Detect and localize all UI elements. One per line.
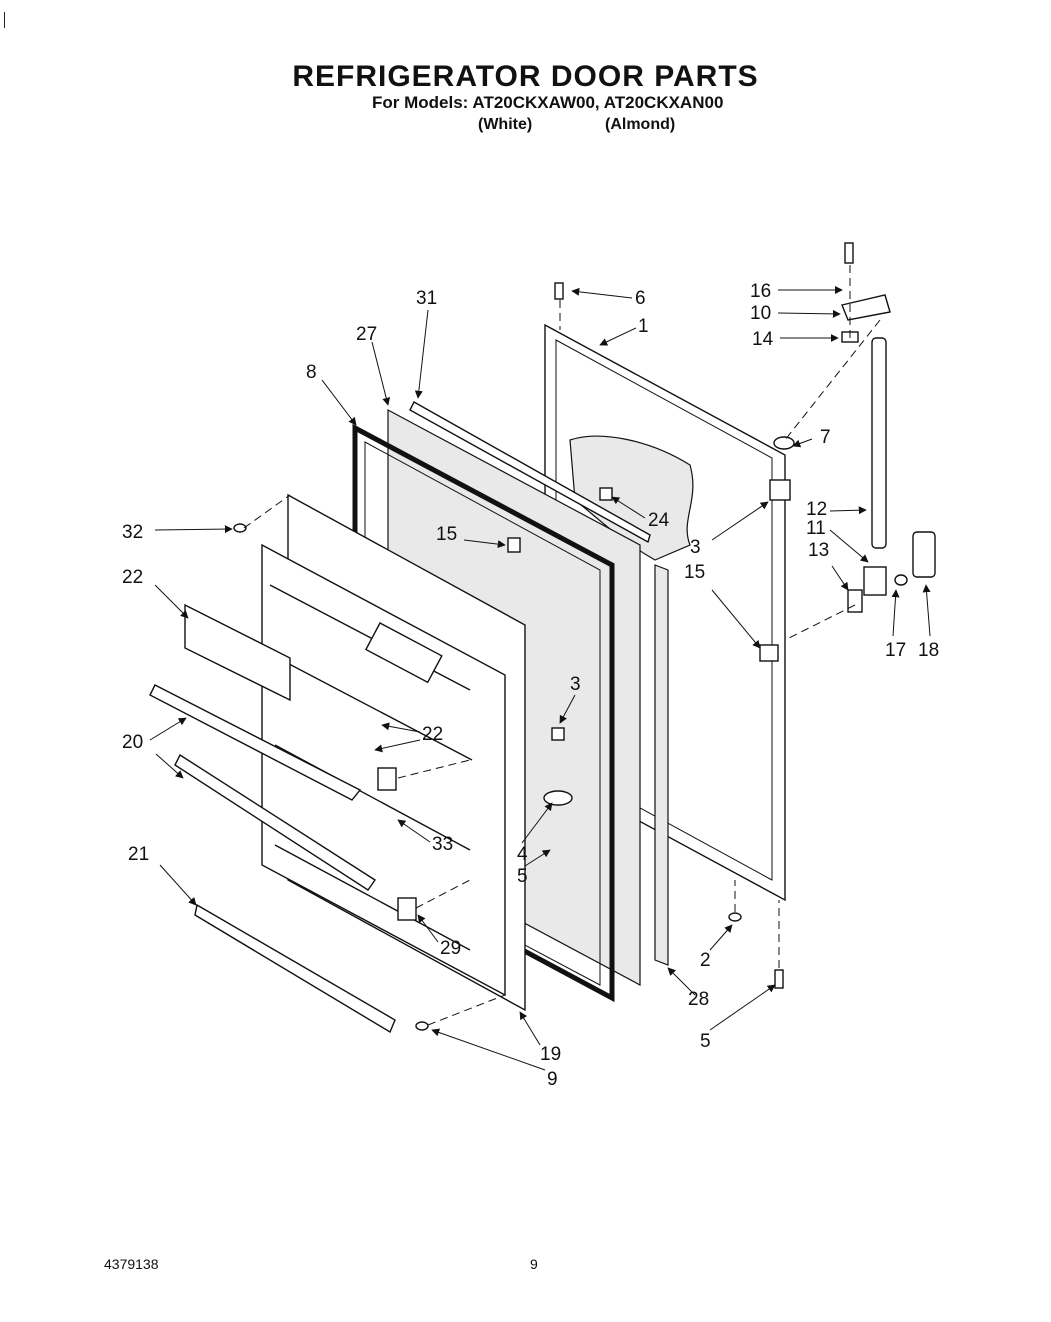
callout-29: 29 — [440, 938, 461, 959]
callout-labels: 6 1 16 10 14 7 12 11 13 17 18 3 15 24 31… — [122, 281, 939, 1090]
models-subtitle: For Models: AT20CKXAW00, AT20CKXAN00 — [372, 93, 724, 112]
callout-5-right: 5 — [700, 1031, 711, 1052]
top-trim — [409, 401, 651, 544]
callout-3-right: 3 — [690, 537, 701, 558]
callout-2: 2 — [700, 950, 711, 971]
callout-28: 28 — [688, 989, 709, 1010]
callout-9: 9 — [547, 1069, 558, 1090]
callout-17: 17 — [885, 640, 906, 661]
leader-lines — [149, 286, 931, 1071]
side-trim-strip — [654, 564, 669, 966]
callout-27: 27 — [356, 324, 377, 345]
page-number: 9 — [530, 1256, 538, 1272]
callout-1: 1 — [638, 316, 649, 337]
callout-8: 8 — [306, 362, 317, 383]
callout-4: 4 — [517, 844, 528, 865]
callout-6: 6 — [635, 288, 646, 309]
hinge-parts — [841, 242, 936, 613]
callout-16: 16 — [750, 281, 771, 302]
callout-13: 13 — [808, 540, 829, 561]
alignment-lines — [243, 265, 881, 1026]
page-title: REFRIGERATOR DOOR PARTS — [292, 60, 759, 93]
document-number: 4379138 — [104, 1256, 159, 1272]
callout-10: 10 — [750, 303, 771, 324]
callout-14: 14 — [752, 329, 774, 350]
callout-12: 12 — [806, 499, 827, 520]
callout-3-center: 3 — [570, 674, 581, 695]
callout-32: 32 — [122, 522, 143, 543]
callout-21: 21 — [128, 844, 149, 865]
corner-mark — [4, 12, 5, 28]
callout-20: 20 — [122, 732, 143, 753]
callout-22-left: 22 — [122, 567, 143, 588]
callout-33: 33 — [432, 834, 453, 855]
door-shelves — [149, 603, 396, 1034]
callout-5-center: 5 — [517, 866, 528, 887]
callout-7: 7 — [820, 427, 831, 448]
callout-22-center: 22 — [422, 724, 443, 745]
callout-15-right: 15 — [684, 562, 705, 583]
callout-24: 24 — [648, 510, 670, 531]
small-hardware — [233, 282, 784, 1031]
callout-11: 11 — [806, 518, 826, 539]
callout-18: 18 — [918, 640, 939, 661]
variant-white: (White) — [478, 116, 533, 133]
variant-almond: (Almond) — [605, 116, 676, 133]
callout-31: 31 — [416, 288, 437, 309]
callout-19: 19 — [540, 1044, 561, 1065]
callout-15-left: 15 — [436, 524, 457, 545]
